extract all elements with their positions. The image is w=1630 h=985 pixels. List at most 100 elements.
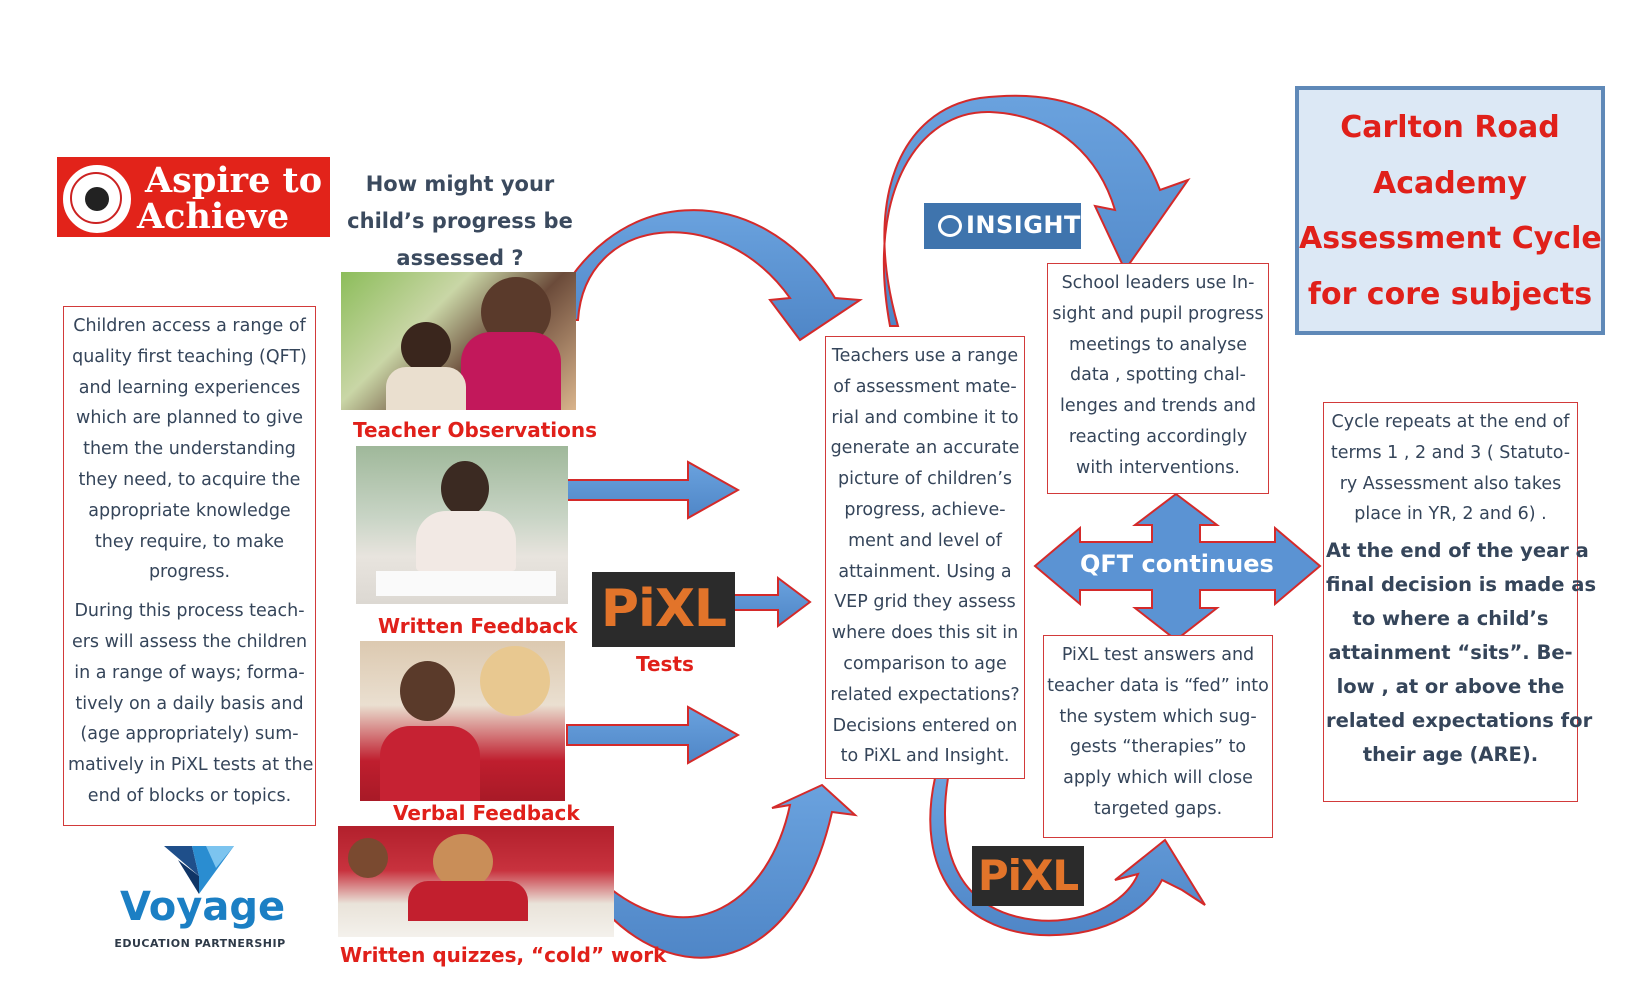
intro-line: them the understanding [83, 439, 296, 460]
curved-arrow-insight [882, 94, 1191, 327]
photo-written-quizzes [338, 826, 614, 937]
insight-icon [938, 215, 962, 237]
caption-written-quizzes: Written quizzes, “cold” work [340, 943, 667, 967]
intro-paragraph-2: During this process teach-ers will asses… [68, 596, 314, 812]
crest-emblem [85, 187, 109, 211]
pixl-logo-tests: PiXL [592, 572, 735, 647]
caption-teacher-observations: Teacher Observations [353, 418, 598, 442]
pixl-therapies-line: PiXL test answers and [1061, 645, 1255, 665]
photo-teacher-observations [341, 272, 576, 410]
school-leaders-text: School leaders use In-sight and pupil pr… [1050, 268, 1266, 484]
intro-line: matively in PiXL tests at the [68, 755, 314, 776]
final-decision-text: At the end of the year a final decision i… [1326, 534, 1597, 772]
pixl-therapies-line: targeted gaps. [1093, 798, 1223, 819]
crest-inner-ring [70, 172, 122, 224]
straight-arrow-verbal [566, 705, 741, 765]
intro-line: appropriate knowledge [88, 500, 291, 521]
intro-line: they require, to make [94, 531, 285, 552]
teachers-assessment-line: related expectations? [830, 684, 1020, 705]
pixl-logo-bottom-text: PiXL [977, 851, 1079, 900]
teachers-assessment-line: where does this sit in [831, 623, 1019, 644]
intro-text-box: Children access a range of quality first … [63, 306, 316, 826]
intro-line: end of blocks or topics. [87, 785, 292, 806]
school-leaders-line: sight and pupil progress [1052, 303, 1264, 324]
teachers-assessment-box: Teachers use a range of assessment mate-r… [825, 336, 1025, 779]
academy-crest [63, 165, 131, 233]
final-decision-line: attainment “sits”. Be- [1328, 641, 1573, 665]
school-leaders-line: reacting accordingly [1068, 426, 1248, 447]
caption-written-feedback: Written Feedback [378, 614, 578, 638]
intro-line: Children access a range of [73, 316, 306, 336]
logo-line1: Aspire to [145, 160, 323, 201]
caption-tests: Tests [636, 652, 694, 676]
pixl-therapies-line: the system which sug- [1059, 706, 1257, 727]
teachers-assessment-line: progress, achieve- [844, 499, 1006, 520]
cycle-repeats-text: Cycle repeats at the end of terms 1 , 2 a… [1326, 407, 1575, 530]
photo-written-feedback [356, 446, 568, 604]
teachers-assessment-line: VEP grid they assess [834, 592, 1016, 613]
question-line3: assessed ? [396, 246, 524, 270]
cycle-repeats-box: Cycle repeats at the end of terms 1 , 2 a… [1323, 402, 1597, 802]
curved-arrow-top [546, 209, 863, 342]
voyage-tagline: EDUCATION PARTNERSHIP [114, 937, 286, 950]
pixl-logo-bottom: PiXL [972, 846, 1084, 906]
teachers-assessment-line: of assessment mate- [833, 376, 1017, 397]
pixl-logo-text: PiXL [600, 579, 727, 639]
intro-line: quality first teaching (QFT) [72, 346, 307, 367]
intro-line: and learning experiences [78, 377, 301, 398]
final-decision-line: related expectations for [1326, 709, 1593, 733]
school-leaders-line: meetings to analyse [1069, 334, 1247, 355]
intro-line: which are planned to give [76, 408, 303, 429]
teachers-assessment-line: comparison to age [843, 653, 1007, 674]
caption-verbal-feedback: Verbal Feedback [393, 801, 580, 825]
teachers-assessment-text: Teachers use a range of assessment mate-r… [828, 341, 1022, 772]
pixl-therapies-line: gests “therapies” to [1069, 737, 1247, 758]
insight-logo: INSIGHT [924, 203, 1081, 249]
cycle-line: Cycle repeats at the end of [1331, 412, 1570, 432]
question-heading: How might your child’s progress be asses… [340, 166, 580, 277]
aspire-logo: Aspire to Achieve [57, 157, 330, 237]
cycle-line: place in YR, 2 and 6) . [1354, 504, 1547, 525]
final-decision-line: to where a child’s [1352, 607, 1549, 631]
teachers-assessment-line: to PiXL and Insight. [840, 746, 1010, 767]
final-decision-line: their age (ARE). [1362, 743, 1539, 767]
title-line: Assessment Cycle [1299, 221, 1602, 256]
school-leaders-line: lenges and trends and [1059, 396, 1256, 417]
straight-arrow-written [566, 460, 741, 520]
final-decision-line: low , at or above the [1336, 675, 1565, 699]
school-leaders-line: School leaders use In- [1061, 273, 1255, 293]
teachers-assessment-line: attainment. Using a [838, 561, 1012, 582]
voyage-v-icon [164, 846, 234, 894]
title-line: Academy [1373, 165, 1527, 201]
qft-continues-label: QFT continues [1080, 550, 1274, 578]
cycle-line: ry Assessment also takes [1339, 473, 1562, 494]
intro-line: During this process teach- [74, 601, 305, 622]
intro-line: ers will assess the children [71, 631, 308, 652]
pixl-therapies-line: apply which will close [1063, 768, 1253, 789]
question-line1: How might your [365, 172, 555, 196]
intro-paragraph-1: Children access a range of quality first … [68, 311, 311, 588]
voyage-name: Voyage [120, 884, 286, 930]
insight-logo-text: INSIGHT [966, 211, 1081, 239]
intro-line: in a range of ways; forma- [74, 662, 305, 683]
teachers-assessment-line: Teachers use a range [831, 346, 1019, 366]
final-decision-line: At the end of the year a [1326, 539, 1589, 563]
curved-arrow-bottom [598, 783, 859, 959]
intro-line: progress. [148, 562, 231, 583]
teachers-assessment-line: generate an accurate [830, 438, 1020, 459]
school-leaders-box: School leaders use In-sight and pupil pr… [1047, 263, 1269, 494]
final-decision-line: final decision is made as [1326, 573, 1597, 597]
photo-verbal-feedback [360, 641, 565, 801]
title-line: Carlton Road [1340, 110, 1560, 145]
school-leaders-line: data , spotting chal- [1070, 365, 1246, 386]
teachers-assessment-line: Decisions entered on [832, 715, 1018, 736]
school-leaders-line: with interventions. [1076, 457, 1240, 478]
cycle-line: terms 1 , 2 and 3 ( Statuto- [1330, 442, 1571, 463]
title-line: for core subjects [1307, 276, 1593, 312]
teachers-assessment-line: picture of children’s [837, 469, 1012, 490]
intro-line: (age appropriately) sum- [80, 724, 299, 745]
